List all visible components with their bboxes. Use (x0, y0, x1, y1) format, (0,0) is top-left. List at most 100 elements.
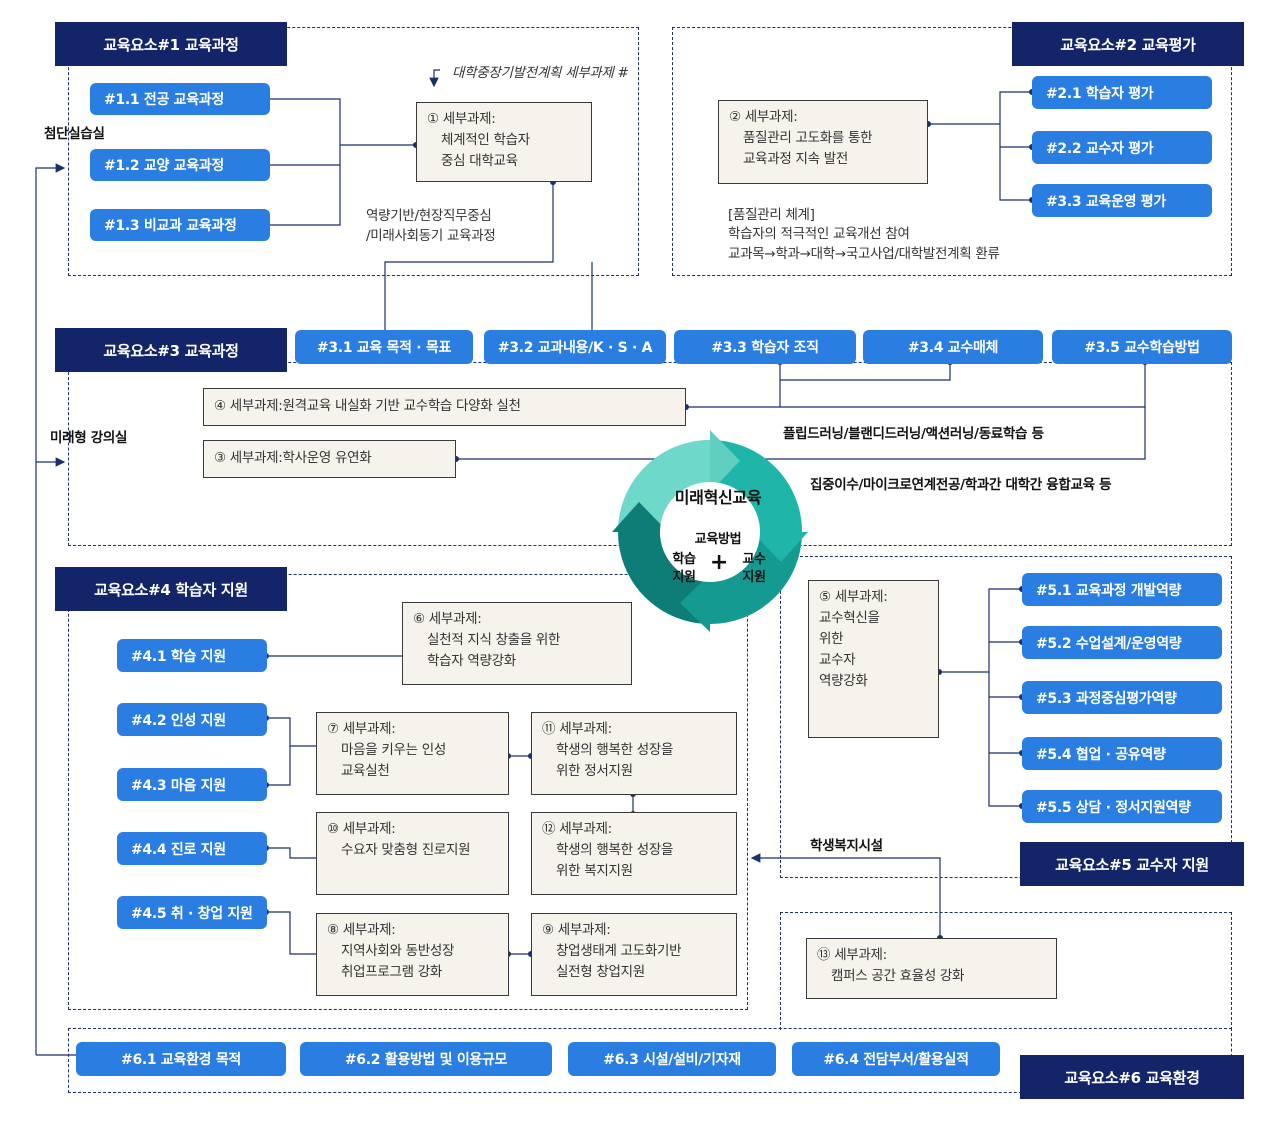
element5-header: 교육요소#5 교수자 지원 (1020, 842, 1244, 886)
center-professor: 교수 지원 (734, 551, 774, 587)
task-2-number: ② 세부과제: (729, 109, 798, 125)
task-10-box: ⑩ 세부과제: 수요자 맞춤형 진로지원 (316, 812, 509, 895)
task-4-box: ④ 세부과제:원격교육 내실화 기반 교수학습 다양화 실천 (203, 388, 686, 426)
task-7-line1: 마음을 키우는 인성 (341, 742, 446, 758)
item-3-3[interactable]: #3.3 학습자 조직 (674, 330, 856, 364)
task-11-line1: 학생의 행복한 성장을 (556, 742, 674, 758)
element3-header: 교육요소#3 교육과정 (55, 328, 287, 372)
item-2-1[interactable]: #2.1 학습자 평가 (1032, 76, 1212, 109)
task-5-line4: 역량강화 (819, 673, 868, 689)
task-3-box: ③ 세부과제:학사운영 유연화 (203, 440, 456, 478)
item-6-1[interactable]: #6.1 교육환경 목적 (76, 1042, 286, 1076)
item-4-1[interactable]: #4.1 학습 지원 (117, 639, 267, 672)
task-13-number: ⑬ 세부과제: (817, 947, 887, 963)
innovation-cycle-icon (612, 430, 808, 632)
element2-flow: 교과목→학과→대학→국고사업/대학발전계획 환류 (728, 242, 1000, 262)
item-4-2[interactable]: #4.2 인성 지원 (117, 703, 267, 736)
item-4-3[interactable]: #4.3 마음 지원 (117, 768, 267, 801)
task-6-number: ⑥ 세부과제: (413, 611, 482, 627)
plan-note: 대학중장기발전계획 세부과제 # (452, 65, 629, 81)
task-5-number: ⑤ 세부과제: (819, 589, 888, 605)
task-8-line2: 취업프로그램 강화 (341, 964, 442, 980)
element2-note1: [품질관리 체계] (728, 207, 815, 223)
task-1-box: ① 세부과제: 체계적인 학습자 중심 대학교육 (416, 102, 592, 182)
task-5-line3: 교수자 (819, 652, 856, 668)
flow-step-4: 국고사업/대학발전계획 환류 (845, 246, 1000, 262)
task-11-number: ⑪ 세부과제: (542, 721, 612, 737)
item-5-3[interactable]: #5.3 과정중심평가역량 (1022, 681, 1222, 714)
center-method: 교육방법 (694, 532, 742, 547)
item-3-4[interactable]: #3.4 교수매체 (863, 330, 1043, 364)
element2-note2: 학습자의 적극적인 교육개선 참여 (728, 226, 910, 242)
element3-note1: 플립드러닝/블랜디드러닝/액션러닝/동료학습 등 (783, 426, 1044, 442)
arrow-right-icon: → (764, 246, 776, 262)
task-6-line2: 학습자 역량강화 (427, 653, 516, 669)
task-7-number: ⑦ 세부과제: (327, 721, 396, 737)
task-7-box: ⑦ 세부과제: 마음을 키우는 인성 교육실천 (316, 712, 509, 795)
task-8-box: ⑧ 세부과제: 지역사회와 동반성장 취업프로그램 강화 (316, 913, 509, 996)
item-6-3[interactable]: #6.3 시설/설비/기자재 (568, 1042, 776, 1076)
task-9-number: ⑨ 세부과제: (542, 922, 611, 938)
task-10-line1: 수요자 맞춤형 진로지원 (341, 842, 471, 858)
label-welfare: 학생복지시설 (810, 838, 883, 854)
item-2-3[interactable]: #3.3 교육운영 평가 (1032, 184, 1212, 217)
region-element5 (780, 556, 1232, 878)
task-2-box: ② 세부과제: 품질관리 고도화를 통한 교육과정 지속 발전 (718, 100, 928, 184)
item-5-5[interactable]: #5.5 상담 · 정서지원역량 (1022, 790, 1222, 823)
task-12-number: ⑫ 세부과제: (542, 821, 612, 837)
item-2-2[interactable]: #2.2 교수자 평가 (1032, 131, 1212, 164)
task-13-line1: 캠퍼스 공간 효율성 강화 (831, 968, 965, 984)
center-learner-l1: 학습 (672, 552, 696, 567)
item-3-2[interactable]: #3.2 교과내용/K · S · A (484, 330, 666, 364)
item-6-2[interactable]: #6.2 활용방법 및 이용규모 (300, 1042, 552, 1076)
task-1-line1: 체계적인 학습자 (441, 132, 530, 148)
flow-step-3: 대학 (810, 246, 836, 262)
task-2-line1: 품질관리 고도화를 통한 (743, 130, 873, 146)
task-9-box: ⑨ 세부과제: 창업생태계 고도화기반 실전형 창업지원 (531, 913, 737, 996)
task-6-box: ⑥ 세부과제: 실천적 지식 창출을 위한 학습자 역량강화 (402, 602, 632, 685)
task-1-number: ① 세부과제: (427, 111, 496, 127)
task-8-number: ⑧ 세부과제: (327, 922, 396, 938)
center-learner-l2: 지원 (672, 570, 696, 585)
task-5-line2: 위한 (819, 631, 844, 647)
item-1-2[interactable]: #1.2 교양 교육과정 (90, 149, 270, 181)
item-1-3[interactable]: #1.3 비교과 교육과정 (90, 209, 270, 241)
task-7-line2: 교육실천 (341, 763, 390, 779)
item-3-1[interactable]: #3.1 교육 목적 · 목표 (295, 330, 473, 364)
task-12-line1: 학생의 행복한 성장을 (556, 842, 674, 858)
region-element2 (672, 27, 1232, 276)
element1-header: 교육요소#1 교육과정 (55, 22, 287, 66)
task-10-number: ⑩ 세부과제: (327, 821, 396, 837)
item-4-4[interactable]: #4.4 진로 지원 (117, 832, 267, 865)
element2-header: 교육요소#2 교육평가 (1012, 22, 1244, 66)
center-title: 미래혁신교육 (674, 488, 762, 507)
task-12-line2: 위한 복지지원 (556, 863, 633, 879)
task-2-line2: 교육과정 지속 발전 (743, 151, 848, 167)
item-5-4[interactable]: #5.4 협업 · 공유역량 (1022, 737, 1222, 770)
flow-step-2: 학과 (775, 246, 800, 262)
element3-note2: 집중이수/마이크로연계전공/학과간 대학간 융합교육 등 (810, 477, 1112, 493)
element1-note1: 역량기반/현장직무중심 (366, 208, 492, 224)
item-3-5[interactable]: #3.5 교수학습방법 (1052, 330, 1232, 364)
item-4-5[interactable]: #4.5 취 · 창업 지원 (117, 896, 267, 929)
flow-step-1: 교과목 (728, 246, 765, 262)
element6-header: 교육요소#6 교육환경 (1020, 1055, 1244, 1099)
arrow-right-icon: → (834, 246, 846, 262)
center-professor-l1: 교수 (742, 552, 766, 567)
task-5-box: ⑤ 세부과제: 교수혁신을 위한 교수자 역량강화 (808, 580, 939, 738)
region-element1 (68, 27, 639, 276)
arrow-right-icon: → (799, 246, 811, 262)
item-5-1[interactable]: #5.1 교육과정 개발역량 (1022, 573, 1222, 606)
plus-icon: + (709, 550, 729, 575)
task-12-box: ⑫ 세부과제: 학생의 행복한 성장을 위한 복지지원 (531, 812, 737, 895)
task-6-line1: 실천적 지식 창출을 위한 (427, 632, 561, 648)
task-11-box: ⑪ 세부과제: 학생의 행복한 성장을 위한 정서지원 (531, 712, 737, 795)
item-1-1[interactable]: #1.1 전공 교육과정 (90, 83, 270, 115)
item-6-4[interactable]: #6.4 전담부서/활용실적 (792, 1042, 1000, 1076)
item-5-2[interactable]: #5.2 수업설계/운영역량 (1022, 626, 1222, 659)
element4-header: 교육요소#4 학습자 지원 (55, 567, 287, 611)
label-lecture: 미래형 강의실 (50, 430, 128, 446)
center-professor-l2: 지원 (742, 570, 766, 585)
region-element6-upper (780, 912, 1232, 1030)
